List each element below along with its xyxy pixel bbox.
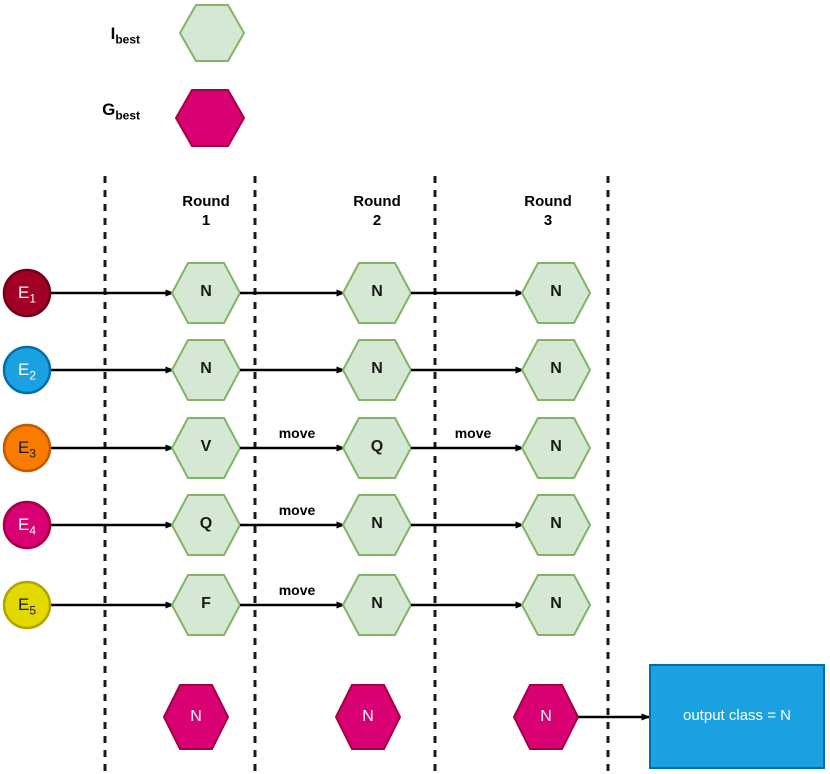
node-r4-c2[interactable] bbox=[341, 494, 413, 556]
gbest-node-c1[interactable] bbox=[162, 684, 230, 750]
node-r2-c3[interactable] bbox=[520, 339, 592, 401]
round-header-1-line2: 1 bbox=[201, 211, 211, 229]
legend-ibest-shape bbox=[178, 4, 246, 62]
move-label-r3-2: move bbox=[454, 425, 492, 441]
round-header-3-line1: Round bbox=[524, 193, 572, 210]
legend-label-gbest: Gbest bbox=[40, 100, 140, 122]
round-header-2: Round 2 bbox=[317, 193, 437, 231]
move-label-r4-1: move bbox=[278, 502, 316, 518]
node-r4-c1[interactable] bbox=[170, 494, 242, 556]
agent-circle-e4[interactable] bbox=[2, 500, 52, 550]
round-header-3: Round 3 bbox=[488, 193, 608, 231]
node-r1-c2[interactable] bbox=[341, 262, 413, 324]
node-r5-c1[interactable] bbox=[170, 574, 242, 636]
agent-circle-e1[interactable] bbox=[2, 268, 52, 318]
move-label-r3-1: move bbox=[278, 425, 316, 441]
node-r3-c1[interactable] bbox=[170, 417, 242, 479]
legend-label-ibest: Ibest bbox=[40, 24, 140, 46]
gbest-node-c3[interactable] bbox=[512, 684, 580, 750]
node-r3-c3[interactable] bbox=[520, 417, 592, 479]
legend-gbest-sub: best bbox=[115, 108, 140, 123]
gbest-node-c2[interactable] bbox=[334, 684, 402, 750]
agent-circle-e2[interactable] bbox=[2, 345, 52, 395]
node-r1-c1[interactable] bbox=[170, 262, 242, 324]
node-r3-c2[interactable] bbox=[341, 417, 413, 479]
node-r1-c3[interactable] bbox=[520, 262, 592, 324]
node-r2-c2[interactable] bbox=[341, 339, 413, 401]
move-label-r5-1: move bbox=[278, 582, 316, 598]
agent-circle-e3[interactable] bbox=[2, 423, 52, 473]
node-r5-c2[interactable] bbox=[341, 574, 413, 636]
node-r2-c1[interactable] bbox=[170, 339, 242, 401]
round-header-2-line2: 2 bbox=[372, 211, 382, 229]
round-header-1: Round 1 bbox=[146, 193, 266, 231]
round-header-1-line1: Round bbox=[182, 193, 230, 210]
legend-ibest-sub: best bbox=[115, 32, 140, 47]
node-r5-c3[interactable] bbox=[520, 574, 592, 636]
legend-gbest-shape bbox=[174, 89, 246, 147]
round-header-3-line2: 3 bbox=[543, 211, 553, 229]
agent-circle-e5[interactable] bbox=[2, 580, 52, 630]
round-header-2-line1: Round bbox=[353, 193, 401, 210]
legend-ibest-main: I bbox=[110, 24, 116, 43]
node-r4-c3[interactable] bbox=[520, 494, 592, 556]
legend-gbest-main: G bbox=[102, 100, 116, 119]
output-class-label: output class = N bbox=[683, 707, 791, 724]
output-class-box[interactable] bbox=[649, 664, 825, 769]
